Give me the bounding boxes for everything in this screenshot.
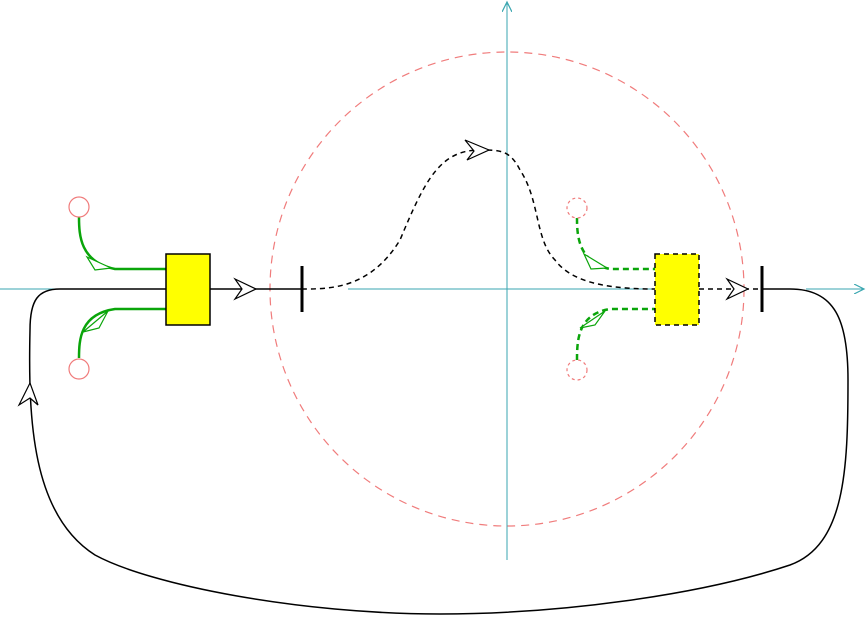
feedback-arrowhead: [17, 381, 39, 407]
yellow-box-solid: [165, 253, 211, 326]
input-arrowhead-top-right: [582, 252, 609, 270]
source-circle-bottom-left: [68, 358, 90, 380]
input-arrowhead-bottom-right: [579, 310, 606, 329]
input-arrowhead-top-left: [85, 255, 114, 271]
source-circle-top-left: [68, 196, 90, 218]
output-arrowhead-left: [233, 277, 258, 301]
input-curve-bottom-right: [575, 307, 655, 361]
dashed-flow-arrowhead: [464, 139, 491, 161]
output-arrowhead-right: [725, 277, 750, 301]
input-curve-bottom-left: [77, 307, 166, 359]
source-circle-top-right: [566, 197, 588, 219]
input-curve-top-right: [575, 217, 655, 271]
input-curve-top-left: [77, 216, 166, 271]
source-circle-bottom-right: [566, 359, 588, 381]
input-arrowhead-bottom-left: [82, 310, 109, 333]
feedback-loop: [28, 288, 849, 615]
dashed-flow-path: [301, 149, 656, 290]
feedback-loop-left-line: [29, 288, 166, 331]
yellow-box-dashed: [654, 253, 700, 326]
